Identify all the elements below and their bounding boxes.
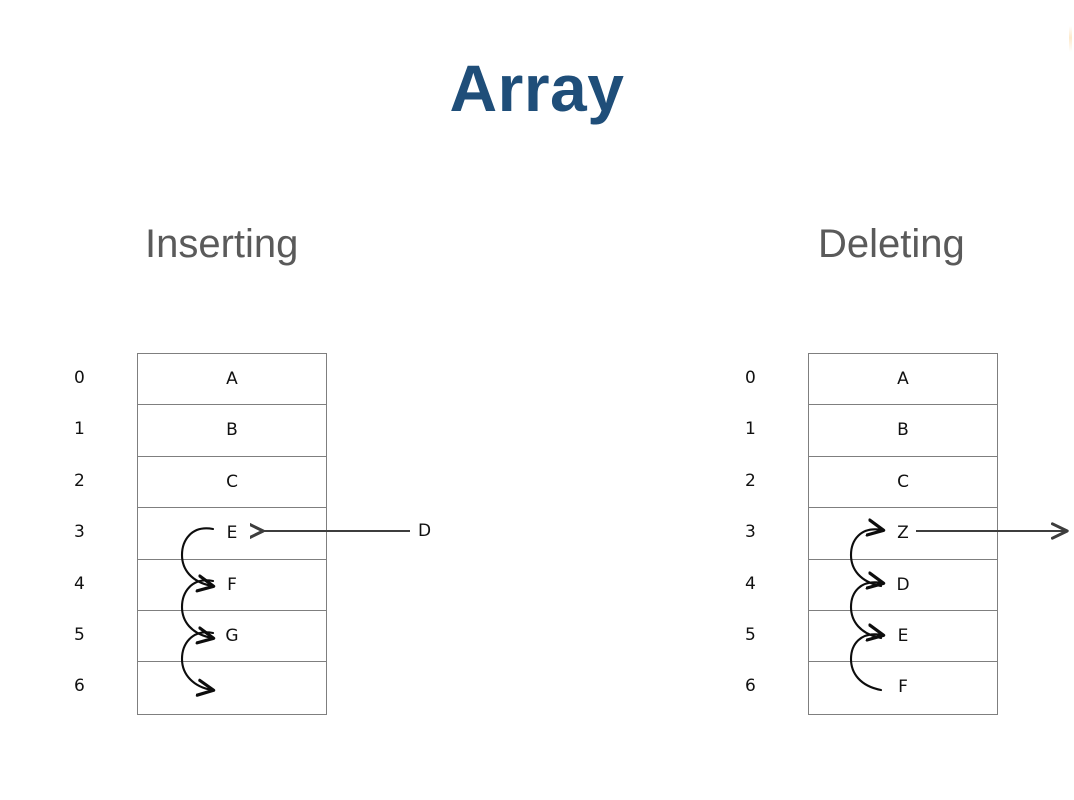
array-cell-value: E bbox=[226, 523, 238, 544]
index-label: 2 bbox=[74, 470, 85, 491]
array-cell-value: A bbox=[897, 369, 909, 389]
array-cell: A bbox=[809, 354, 997, 406]
section-heading-deleting: Deleting bbox=[818, 222, 965, 266]
array-cell: F bbox=[809, 662, 997, 713]
array-cell-value: A bbox=[226, 369, 238, 389]
array-table-deleting: A B C Z D E F bbox=[808, 353, 998, 715]
array-cell: C bbox=[809, 457, 997, 509]
index-column-deleting: 0 1 2 3 4 5 6 bbox=[731, 353, 791, 713]
index-label: 0 bbox=[74, 368, 85, 388]
array-cell-value: E bbox=[897, 625, 909, 646]
array-cell-value: B bbox=[897, 420, 909, 441]
array-cell-value: C bbox=[226, 471, 238, 492]
array-cell: F bbox=[138, 560, 326, 611]
index-label: 4 bbox=[745, 573, 756, 594]
page-title: Array bbox=[449, 51, 625, 125]
index-label: 3 bbox=[74, 522, 85, 543]
array-cell-value: Z bbox=[897, 523, 909, 544]
insert-source-value-label: D bbox=[418, 521, 432, 541]
index-label: 6 bbox=[74, 676, 85, 697]
array-cell-value: F bbox=[898, 677, 908, 698]
array-cell: E bbox=[138, 508, 326, 560]
index-column-inserting: 0 1 2 3 4 5 6 bbox=[60, 353, 120, 713]
index-label: 4 bbox=[74, 573, 85, 594]
edge-artifact bbox=[1069, 26, 1072, 52]
array-cell: B bbox=[809, 405, 997, 457]
array-cell-value: F bbox=[227, 574, 237, 595]
index-label: 3 bbox=[745, 522, 756, 543]
index-label: 5 bbox=[74, 624, 85, 645]
index-label: 6 bbox=[745, 676, 756, 697]
index-label: 0 bbox=[745, 368, 756, 388]
array-cell: E bbox=[809, 611, 997, 663]
array-cell bbox=[138, 662, 326, 713]
array-cell: C bbox=[138, 457, 326, 509]
index-label: 2 bbox=[745, 470, 756, 491]
array-cell-value: G bbox=[225, 625, 239, 646]
index-label: 5 bbox=[745, 624, 756, 645]
section-heading-inserting: Inserting bbox=[145, 222, 299, 266]
array-cell-value: C bbox=[897, 471, 909, 492]
array-table-inserting: A B C E F G bbox=[137, 353, 327, 715]
index-label: 1 bbox=[74, 419, 85, 440]
array-cell: G bbox=[138, 611, 326, 663]
array-cell: B bbox=[138, 405, 326, 457]
index-label: 1 bbox=[745, 419, 756, 440]
array-cell-value: D bbox=[896, 574, 910, 595]
array-cell: A bbox=[138, 354, 326, 406]
array-cell: D bbox=[809, 560, 997, 611]
array-cell: Z bbox=[809, 508, 997, 560]
array-cell-value: B bbox=[226, 420, 238, 441]
